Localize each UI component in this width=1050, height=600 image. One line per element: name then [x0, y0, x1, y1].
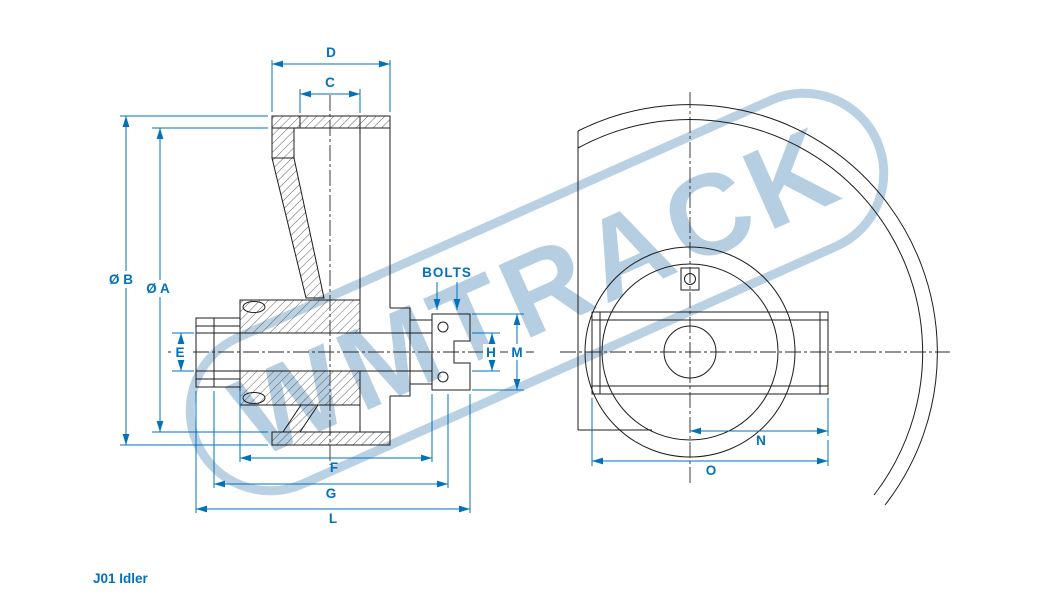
dimensions: D C Ø B Ø A E BOLTS	[100, 45, 829, 526]
bracket-bolt-hole-top	[437, 321, 449, 333]
dimension-dia-b-extensions	[120, 115, 268, 446]
hub-outer-circle	[584, 246, 796, 458]
dimension-l-label: L	[329, 511, 337, 526]
dimension-c-label: C	[325, 75, 335, 90]
dimension-h: H	[472, 332, 500, 372]
dimension-dia-a-extensions	[152, 127, 268, 433]
dimension-c: C	[299, 75, 361, 113]
dimension-m-label-bg	[508, 344, 526, 360]
grease-fitting-bottom-icon	[242, 392, 266, 404]
dimension-g: G	[213, 391, 449, 501]
flat-edge	[577, 131, 652, 431]
hub-upper-section	[239, 299, 361, 334]
dimension-dia-a: Ø A	[138, 127, 268, 433]
dimension-m-label: M	[511, 345, 522, 360]
bearing-block-lines	[196, 318, 240, 387]
dimension-d-extensions	[271, 60, 391, 112]
axle-block-lines	[592, 312, 828, 394]
dimension-e-label-bg	[171, 344, 190, 360]
hub-bolt-circle	[684, 273, 696, 285]
wheel-profile-lines	[239, 115, 391, 446]
dimension-m: M	[472, 313, 526, 391]
dimension-h-label-bg	[483, 344, 500, 360]
web-upper-section	[271, 157, 325, 299]
grease-fitting-top-icon	[242, 301, 266, 313]
dimension-l-extensions	[195, 391, 471, 513]
hub-bolt	[680, 267, 700, 291]
side-view	[168, 95, 535, 465]
dimension-o-label: O	[706, 463, 717, 478]
drawing-title: J01 Idler	[93, 571, 148, 586]
rim-bottom-section	[271, 431, 391, 446]
dimension-bolts: BOLTS	[422, 265, 472, 310]
dimension-dia-b: Ø B	[100, 115, 268, 446]
mounting-bracket	[431, 313, 471, 391]
rim-left-section	[271, 127, 295, 159]
dimension-o: O	[591, 398, 829, 478]
dimension-f: F	[239, 391, 433, 475]
bearing-block	[195, 317, 241, 388]
bracket-bolt-hole-bottom	[437, 371, 449, 383]
dimension-f-label: F	[330, 460, 338, 475]
front-view	[560, 92, 950, 506]
dimension-bolts-label: BOLTS	[422, 265, 472, 280]
axle-block	[591, 311, 829, 395]
dimension-l: L	[195, 391, 471, 526]
dimension-d: D	[271, 45, 391, 112]
rim-top-section	[271, 115, 391, 129]
hub-inner-circle	[601, 263, 779, 441]
outer-rim-arc	[577, 104, 938, 506]
dimension-e: E	[171, 332, 194, 372]
dimension-dia-a-label: Ø A	[146, 281, 170, 296]
dimension-dia-b-label: Ø B	[109, 272, 133, 287]
dimension-dia-b-label-bg	[100, 271, 142, 288]
dimension-n: N	[690, 398, 829, 448]
dimension-f-extensions	[239, 391, 433, 462]
right-collar	[390, 307, 432, 397]
hub-lower-section	[239, 370, 361, 406]
dimension-dia-a-label-bg	[138, 280, 179, 297]
dimension-g-extensions	[213, 391, 449, 488]
dimension-e-label: E	[175, 345, 184, 360]
axle-bore-circle	[663, 325, 717, 379]
dimension-h-label: H	[486, 345, 496, 360]
dimension-n-label: N	[756, 433, 766, 448]
inner-rim-arc	[577, 119, 924, 496]
dimension-d-label: D	[326, 45, 336, 60]
watermark-border	[185, 88, 889, 496]
axle-bore-lines	[196, 332, 432, 372]
dimension-g-label: G	[326, 486, 337, 501]
dimension-o-extensions	[591, 398, 829, 466]
